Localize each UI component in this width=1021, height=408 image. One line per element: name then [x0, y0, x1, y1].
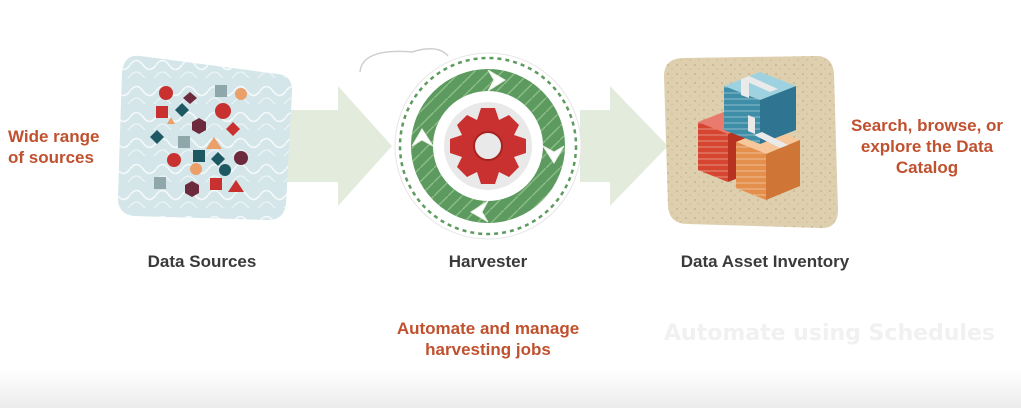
data-sources-icon [117, 55, 293, 220]
data-asset-boxes-icon [664, 56, 838, 228]
label-data-asset-inventory: Data Asset Inventory [680, 252, 850, 271]
flow-arrow-2 [580, 86, 668, 206]
flow-arrow-1 [282, 86, 392, 206]
background-band [0, 368, 1021, 408]
right-note: Search, browse, or explore the Data Cata… [850, 116, 1004, 177]
label-data-sources: Data Sources [147, 252, 257, 271]
left-note: Wide range of sources [8, 127, 100, 167]
faded-caption: Automate using Schedules [664, 321, 995, 346]
label-harvester: Harvester [448, 252, 528, 271]
harvester-gear-icon [359, 48, 582, 240]
harvester-note: Automate and manage harvesting jobs [396, 319, 580, 359]
